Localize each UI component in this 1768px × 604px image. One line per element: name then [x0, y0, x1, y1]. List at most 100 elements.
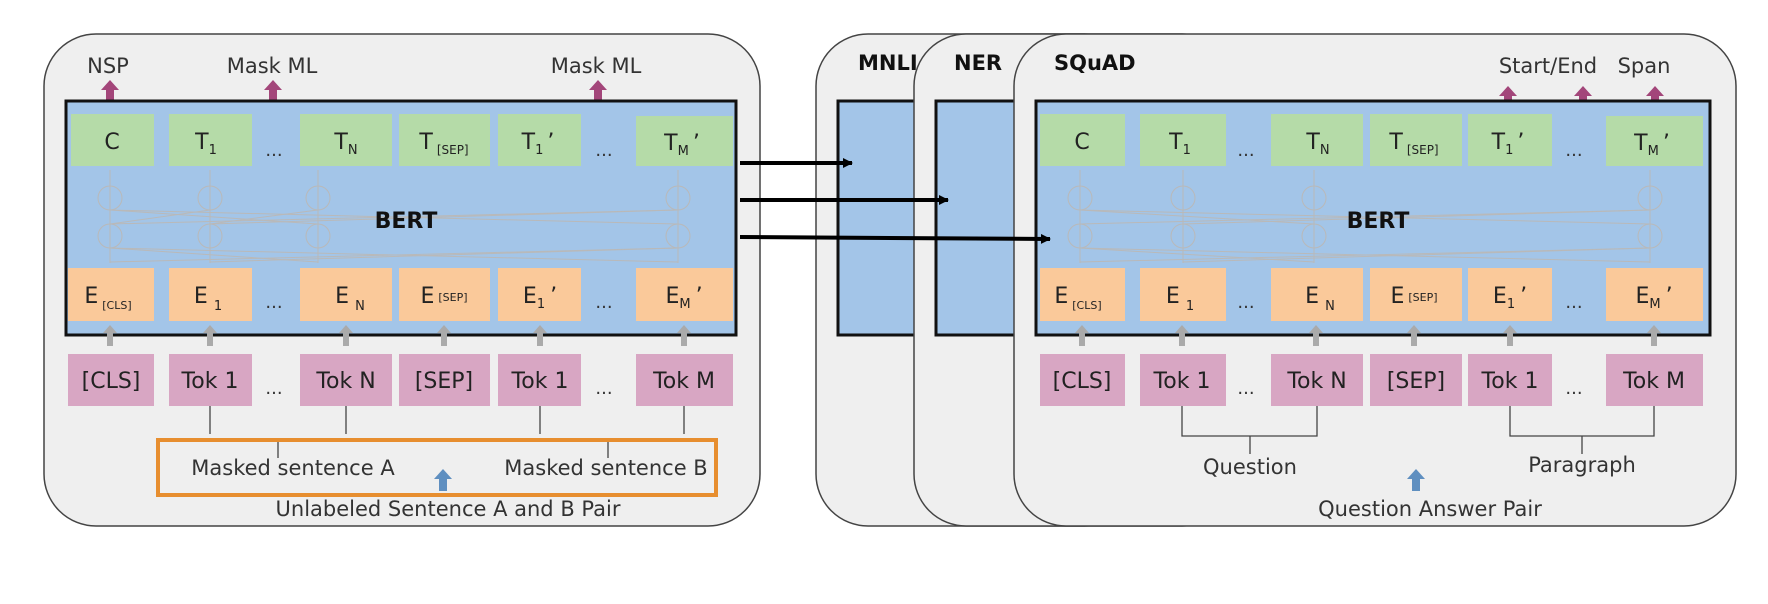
- squad-embed-label-e1-prime: E1’: [1493, 284, 1527, 312]
- embed-box-e1-prime: [498, 268, 581, 321]
- up-arrow-icon: [1407, 325, 1421, 346]
- embed-box-esep: [399, 268, 490, 321]
- up-arrow-icon: [1075, 325, 1089, 346]
- squad-token-label-sep: [SEP]: [1387, 369, 1445, 394]
- output-box-tm-prime: [636, 116, 733, 166]
- up-arrow-icon: [1647, 325, 1661, 346]
- mask-ml-label-2: Mask ML: [551, 54, 642, 78]
- token-box-sep: [399, 354, 490, 406]
- masked-sentence-b: Masked sentence B: [504, 456, 707, 480]
- squad-output-box-tn: [1271, 114, 1363, 166]
- pretrain-caption: Unlabeled Sentence A and B Pair: [276, 497, 621, 521]
- attention-web: [97, 170, 691, 263]
- embed-box-cls: [68, 268, 154, 321]
- nsp-arrow-icon: [101, 80, 119, 100]
- embed-box-en: [300, 268, 392, 321]
- squad-embed-label-em-prime: EM’: [1635, 284, 1672, 312]
- output-ellipsis-2: ...: [595, 140, 612, 161]
- squad-token-label-tok1: Tok 1: [1153, 369, 1211, 394]
- squad-token-box-tokm: [1606, 354, 1703, 406]
- squad-token-label-cls: [CLS]: [1053, 369, 1112, 394]
- up-arrow-icon: [1175, 325, 1189, 346]
- squad-embed-box-esep: [1370, 268, 1462, 321]
- squad-output-label-t1: T1: [1168, 130, 1191, 158]
- squad-token-label-tok1-b: Tok 1: [1481, 369, 1539, 394]
- embed-box-em-prime: [636, 268, 733, 321]
- span-arrow-icon: [1646, 86, 1664, 106]
- squad-embed-box-e1-prime: [1468, 268, 1552, 321]
- mask-ml-arrow-icon-2: [589, 80, 607, 100]
- masked-sentence-a: Masked sentence A: [191, 456, 395, 480]
- bert-label: BERT: [375, 209, 438, 234]
- output-label-c: C: [104, 130, 119, 155]
- squad-output-ellipsis-2: ...: [1565, 140, 1582, 161]
- squad-embed-box-en: [1271, 268, 1363, 321]
- squad-embed-box-e1: [1140, 268, 1226, 321]
- squad-attention-web: [1067, 170, 1663, 263]
- input-arrows: [103, 325, 691, 346]
- squad-output-box-t1-prime: [1468, 114, 1552, 166]
- token-box-cls: [68, 354, 154, 406]
- end-arrow-icon: [1574, 86, 1592, 106]
- squad-caption: Question Answer Pair: [1318, 497, 1542, 521]
- squad-token-box-tok1: [1140, 354, 1226, 406]
- squad-embed-box-em-prime: [1606, 268, 1703, 321]
- pretraining-panel: NSP Mask ML Mask ML BERT C T1 ...: [43, 33, 761, 527]
- ner-label: NER: [954, 51, 1002, 75]
- token-label-tok1: Tok 1: [181, 369, 239, 394]
- up-arrow-icon: [203, 325, 217, 346]
- up-arrow-icon: [437, 325, 451, 346]
- up-arrow-icon: [103, 325, 117, 346]
- token-ellipsis-1: ...: [265, 378, 282, 399]
- squad-token-box-sep: [1370, 354, 1462, 406]
- squad-output-row: C T1 ... TN T[SEP] T1’ ... TM’: [1040, 114, 1703, 166]
- squad-brackets: [1181, 406, 1655, 454]
- token-box-tokn: [300, 354, 392, 406]
- sentence-pair-box: [156, 438, 718, 497]
- up-arrow-icon: [677, 325, 691, 346]
- embed-label-e1-prime: E1’: [523, 284, 557, 312]
- token-label-tok1-b: Tok 1: [511, 369, 569, 394]
- question-label: Question: [1203, 455, 1297, 479]
- output-label-t1: T1: [194, 130, 217, 158]
- mask-ml-arrow-icon-1: [264, 80, 282, 100]
- embed-box-e1: [169, 268, 252, 321]
- squad-output-label-tm-prime: TM’: [1633, 131, 1670, 159]
- squad-token-label-tokm: Tok M: [1622, 369, 1685, 394]
- squad-output-ellipsis-1: ...: [1237, 140, 1254, 161]
- embed-ellipsis-1: ...: [265, 292, 282, 313]
- token-label-sep: [SEP]: [415, 369, 473, 394]
- output-box-t1: [169, 114, 252, 166]
- transfer-arrows: [739, 158, 1051, 244]
- squad-output-label-t1-prime: T1’: [1491, 130, 1525, 158]
- blue-up-arrow-icon: [1407, 469, 1425, 491]
- up-arrow-icon: [339, 325, 353, 346]
- squad-embed-ellipsis-1: ...: [1237, 292, 1254, 313]
- squad-output-box-c: [1040, 114, 1125, 166]
- squad-token-box-tok1-b: [1468, 354, 1552, 406]
- mask-ml-label-1: Mask ML: [227, 54, 318, 78]
- squad-bert-label: BERT: [1347, 209, 1410, 234]
- output-label-t1-prime: T1’: [521, 130, 555, 158]
- output-label-tm-prime: TM’: [663, 131, 700, 159]
- squad-token-box-cls: [1040, 354, 1125, 406]
- transfer-arrow-squad: [739, 233, 1051, 244]
- start-arrow-icon: [1499, 86, 1517, 106]
- output-label-tsep: T[SEP]: [418, 130, 468, 157]
- token-label-cls: [CLS]: [82, 369, 141, 394]
- output-box-t1-prime: [498, 114, 581, 166]
- output-label-tn: TN: [333, 130, 357, 158]
- squad-output-box-t1: [1140, 114, 1226, 166]
- embed-label-esep: E[SEP]: [420, 284, 467, 309]
- blue-up-arrow-icon: [434, 469, 452, 491]
- output-box-tn: [300, 114, 392, 166]
- token-box-tok1: [169, 354, 252, 406]
- output-row: C T1 ... TN T[SEP] T1’ ... TM’: [71, 114, 733, 166]
- squad-output-box-tm-prime: [1606, 116, 1703, 166]
- token-ellipsis-2: ...: [595, 378, 612, 399]
